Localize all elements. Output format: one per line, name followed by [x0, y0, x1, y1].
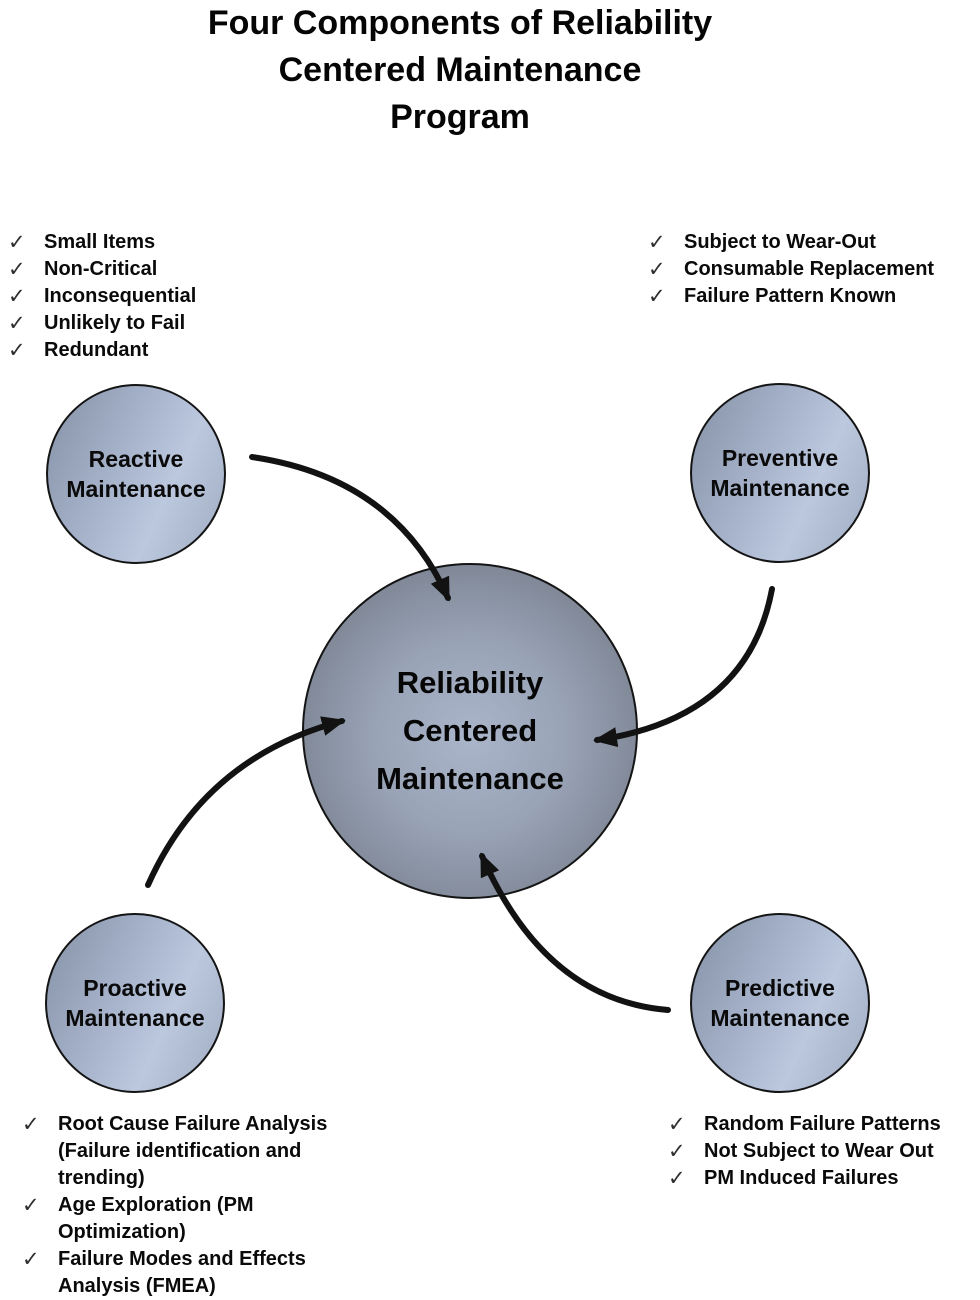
list-item-label: Subject to Wear-Out: [684, 231, 876, 253]
node-reactive-maintenance: Reactive Maintenance: [46, 384, 226, 564]
list-item-label: Redundant: [44, 339, 149, 361]
list-item: ✓ Unlikely to Fail: [8, 310, 196, 337]
check-icon: ✓: [8, 258, 26, 281]
check-icon: ✓: [648, 285, 666, 308]
checklist-proactive: ✓ Root Cause Failure Analysis (Failure i…: [22, 1111, 422, 1300]
node-label: Reactive Maintenance: [66, 446, 206, 502]
check-icon: ✓: [8, 339, 26, 362]
diagram-title: Four Components of Reliability Centered …: [0, 0, 920, 141]
list-item: ✓ Non-Critical: [8, 256, 196, 283]
check-icon: ✓: [22, 1194, 40, 1217]
checklist-preventive: ✓ Subject to Wear-Out ✓ Consumable Repla…: [648, 229, 934, 310]
list-item: ✓ Not Subject to Wear Out: [668, 1138, 941, 1165]
list-item: ✓ Subject to Wear-Out: [648, 229, 934, 256]
list-item: ✓ Failure Pattern Known: [648, 283, 934, 310]
list-item: ✓ Root Cause Failure Analysis (Failure i…: [22, 1111, 422, 1192]
check-icon: ✓: [8, 231, 26, 254]
title-line-3: Program: [390, 98, 530, 136]
list-item-label: Age Exploration (PM Optimization): [58, 1194, 254, 1243]
node-label: Predictive Maintenance: [710, 975, 850, 1031]
check-icon: ✓: [8, 312, 26, 335]
node-label: Reliability Centered Maintenance: [376, 665, 564, 796]
list-item: ✓ Failure Modes and Effects Analysis (FM…: [22, 1246, 422, 1300]
title-line-1: Four Components of Reliability: [207, 4, 713, 42]
check-icon: ✓: [8, 285, 26, 308]
list-item-label: Inconsequential: [44, 285, 197, 307]
node-preventive-maintenance: Preventive Maintenance: [690, 383, 870, 563]
list-item-label: Small Items: [44, 231, 156, 253]
list-item: ✓ Age Exploration (PM Optimization): [22, 1192, 422, 1246]
check-icon: ✓: [668, 1140, 686, 1163]
check-icon: ✓: [668, 1113, 686, 1136]
list-item-label: Unlikely to Fail: [44, 312, 186, 334]
list-item: ✓ Redundant: [8, 337, 196, 364]
node-proactive-maintenance: Proactive Maintenance: [45, 913, 225, 1093]
list-item-label: Consumable Replacement: [684, 258, 935, 280]
list-item-label: Failure Pattern Known: [684, 285, 897, 307]
check-icon: ✓: [648, 231, 666, 254]
node-reliability-centered-maintenance: Reliability Centered Maintenance: [302, 563, 638, 899]
checklist-predictive: ✓ Random Failure Patterns ✓ Not Subject …: [668, 1111, 941, 1192]
node-label: Proactive Maintenance: [65, 975, 205, 1031]
list-item-label: Random Failure Patterns: [704, 1113, 941, 1135]
list-item-label: PM Induced Failures: [704, 1167, 899, 1189]
node-predictive-maintenance: Predictive Maintenance: [690, 913, 870, 1093]
check-icon: ✓: [22, 1248, 40, 1271]
list-item-label: Root Cause Failure Analysis (Failure ide…: [58, 1113, 328, 1189]
list-item: ✓ Random Failure Patterns: [668, 1111, 941, 1138]
check-icon: ✓: [648, 258, 666, 281]
checklist-reactive: ✓ Small Items ✓ Non-Critical ✓ Inconsequ…: [8, 229, 196, 364]
list-item: ✓ Consumable Replacement: [648, 256, 934, 283]
list-item: ✓ Inconsequential: [8, 283, 196, 310]
check-icon: ✓: [22, 1113, 40, 1136]
check-icon: ✓: [668, 1167, 686, 1190]
list-item-label: Failure Modes and Effects Analysis (FMEA…: [58, 1248, 306, 1297]
list-item: ✓ PM Induced Failures: [668, 1165, 941, 1192]
list-item-label: Not Subject to Wear Out: [704, 1140, 934, 1162]
title-line-2: Centered Maintenance: [278, 51, 642, 89]
node-label: Preventive Maintenance: [710, 445, 850, 501]
list-item: ✓ Small Items: [8, 229, 196, 256]
list-item-label: Non-Critical: [44, 258, 158, 280]
